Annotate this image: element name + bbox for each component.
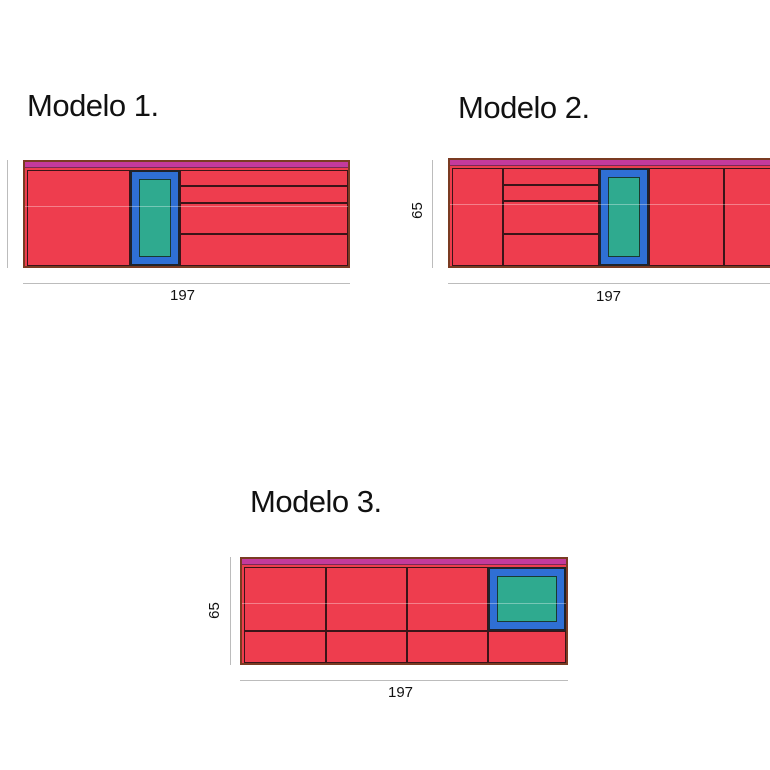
model-2-title: Modelo 2. bbox=[458, 90, 590, 125]
model-3-cabinet bbox=[240, 557, 568, 665]
model-3-width-line bbox=[240, 680, 568, 681]
model-1-width-line bbox=[23, 283, 350, 284]
model-3-ghost-line bbox=[242, 603, 566, 604]
model-2-top-strip bbox=[450, 160, 770, 166]
model-1-height-line bbox=[7, 160, 8, 268]
model-2-height-label: 65 bbox=[408, 202, 426, 219]
model-1-cabinet bbox=[23, 160, 350, 268]
model-2-cabinet bbox=[448, 158, 770, 268]
model-2-left-door bbox=[452, 168, 503, 266]
model-2-drawer-2 bbox=[503, 185, 599, 201]
model-3-top-strip bbox=[242, 559, 566, 565]
model-2-ghost-line bbox=[450, 204, 770, 205]
model-3-drawer-2 bbox=[326, 631, 407, 663]
model-1-title: Modelo 1. bbox=[27, 88, 159, 123]
model-1-drawer-2 bbox=[180, 186, 348, 203]
model-1-top-strip bbox=[25, 162, 348, 168]
model-3-title: Modelo 3. bbox=[250, 484, 382, 519]
model-3-drawer-4 bbox=[488, 631, 566, 663]
model-2-width-label: 197 bbox=[596, 288, 622, 305]
model-3-height-line bbox=[230, 557, 231, 665]
model-2-glass-frame bbox=[599, 168, 649, 266]
model-2-door-3 bbox=[724, 168, 770, 266]
model-1-drawer-3 bbox=[180, 203, 348, 234]
model-3-height-label: 65 bbox=[205, 602, 223, 619]
model-2-glass-panel bbox=[608, 177, 640, 257]
model-3-door-top-2 bbox=[326, 567, 407, 631]
model-3-door-top-3 bbox=[407, 567, 488, 631]
model-1-drawer-4 bbox=[180, 234, 348, 266]
model-2-width-line bbox=[448, 283, 770, 284]
model-3-drawer-3 bbox=[407, 631, 488, 663]
model-1-ghost-line bbox=[25, 206, 348, 207]
model-3-glass-panel bbox=[497, 576, 557, 622]
model-2-drawer-4 bbox=[503, 234, 599, 266]
model-1-left-door bbox=[27, 170, 130, 266]
model-3-door-top-1 bbox=[244, 567, 326, 631]
model-2-door-2 bbox=[649, 168, 724, 266]
model-1-drawer-1 bbox=[180, 170, 348, 186]
model-3-width-label: 197 bbox=[388, 684, 414, 701]
model-3-glass-frame bbox=[488, 567, 566, 631]
model-3-drawer-1 bbox=[244, 631, 326, 663]
model-1-width-label: 197 bbox=[170, 287, 196, 304]
model-1-glass-panel bbox=[139, 179, 171, 257]
model-1-glass-frame bbox=[130, 170, 180, 266]
model-2-drawer-3 bbox=[503, 201, 599, 234]
model-2-height-line bbox=[432, 160, 433, 268]
model-2-drawer-1 bbox=[503, 168, 599, 185]
